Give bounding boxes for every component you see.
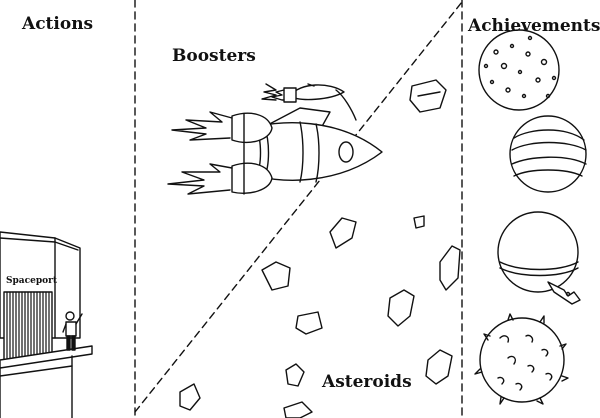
asteroid-8 (425, 349, 453, 385)
rocket-icon[interactable] (167, 107, 383, 195)
striped-planet-icon[interactable] (509, 115, 587, 193)
spiky-planet-icon[interactable] (474, 313, 569, 405)
achievements-panel-label[interactable]: Achievements (468, 16, 600, 36)
asteroid-5 (261, 261, 291, 291)
asteroid-2 (413, 215, 425, 229)
ringed-planet-icon[interactable] (497, 211, 581, 305)
asteroid-4 (439, 245, 461, 291)
actions-panel-label[interactable]: Actions (22, 14, 94, 34)
asteroid-11 (283, 401, 313, 418)
asteroid-7 (295, 311, 323, 335)
boosters-panel-label[interactable]: Boosters (172, 46, 256, 66)
asteroid-3 (329, 217, 357, 249)
asteroid-9 (285, 363, 305, 387)
astronaut-icon[interactable] (62, 311, 83, 351)
asteroids-panel-label[interactable]: Asteroids (322, 372, 412, 392)
spaceport-building[interactable] (0, 231, 93, 418)
small-booster-icon[interactable] (261, 83, 357, 121)
hangar-door[interactable] (6, 291, 50, 361)
cratered-planet-icon[interactable] (478, 29, 560, 111)
asteroid-6 (387, 289, 415, 327)
divider-diagonal (134, 1, 463, 413)
asteroid-1 (409, 79, 447, 113)
asteroid-1-facet (417, 91, 441, 97)
spaceport-sign: Spaceport (6, 276, 58, 286)
asteroid-10 (179, 383, 201, 411)
asteroid-field (179, 79, 461, 418)
